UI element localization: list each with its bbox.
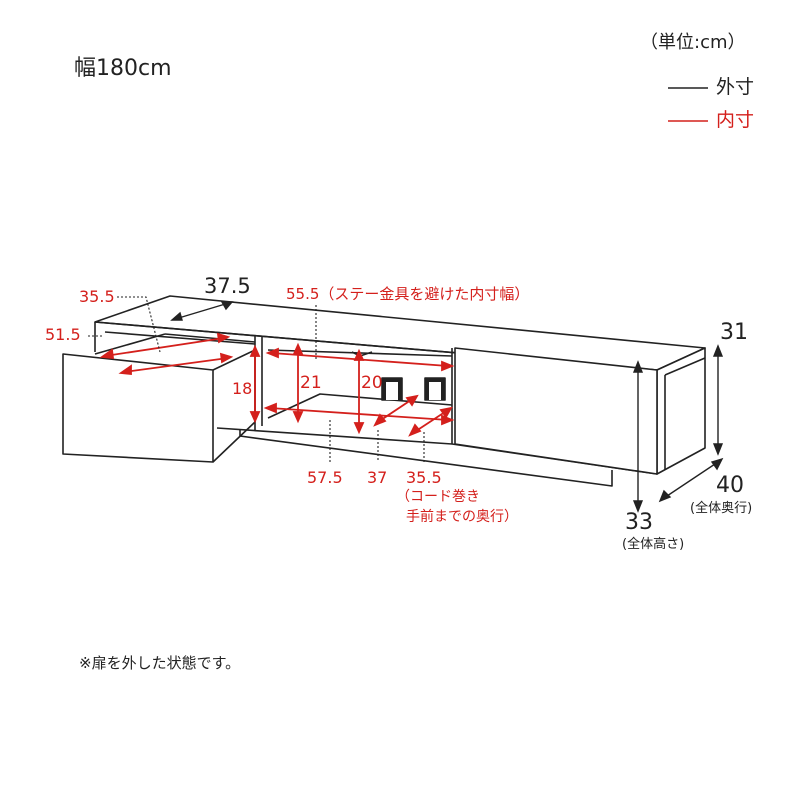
dim-cord-note-1: （コード巻き	[396, 489, 480, 505]
legend-inner-label: 内寸	[716, 109, 755, 131]
unit-label: （単位:cm）	[640, 32, 746, 53]
legend-outer-label: 外寸	[716, 76, 755, 98]
width-label: 幅180cm	[74, 56, 172, 81]
dim-drawer-width: 51.5	[45, 325, 81, 344]
dim-center-width: 57.5	[307, 468, 343, 487]
cabinet-top	[94, 295, 706, 371]
dim-depth-top: 37.5	[204, 274, 251, 298]
dim-total-depth-note: (全体奥行)	[690, 501, 753, 516]
dim-center-height: 21	[300, 373, 322, 393]
cabinet-plinth	[239, 430, 613, 487]
right-door	[454, 347, 658, 475]
dim-total-height: 33	[625, 510, 653, 535]
dim-center-depth: 37	[367, 468, 388, 487]
dim-drawer-depth: 35.5	[79, 287, 115, 306]
dim-total-height-note: (全体高さ)	[622, 537, 685, 552]
dim-drawer-height: 18	[232, 379, 253, 398]
dim-height-body: 31	[720, 320, 748, 345]
dim-center-height-low: 20	[361, 373, 383, 393]
dim-cord-depth: 35.5	[406, 468, 442, 487]
dim-total-depth: 40	[716, 473, 744, 498]
drawer-body	[212, 349, 256, 463]
footnote: ※扉を外した状態です。	[79, 654, 241, 672]
dim-cord-note-2: 手前までの奥行）	[406, 509, 518, 525]
dim-bracket-width: 55.5（ステー金具を避けた内寸幅）	[286, 285, 530, 303]
